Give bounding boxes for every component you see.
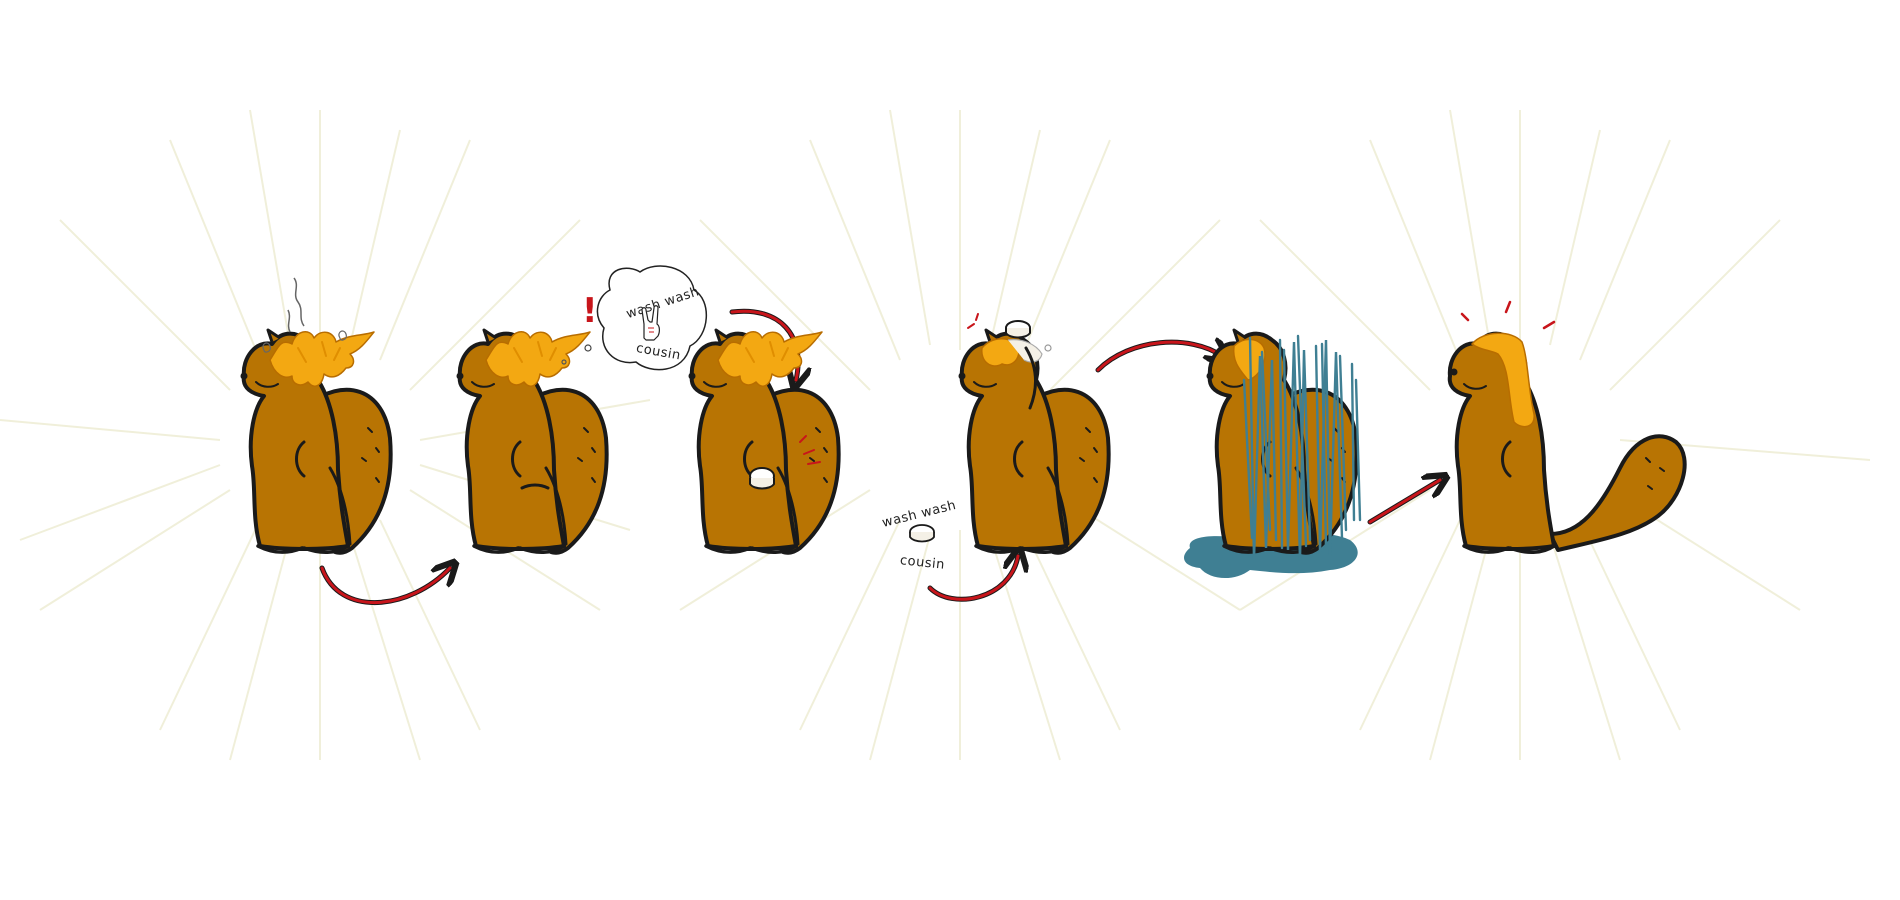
squirrel-soaping xyxy=(956,313,1111,555)
floating-text-line2: cousin xyxy=(899,553,945,573)
squirrel-clean xyxy=(1447,300,1687,554)
rock-hand-icon xyxy=(641,305,660,341)
thought-bubble: wash wash cousin xyxy=(596,265,708,371)
sunburst-left xyxy=(0,109,651,761)
sleek-hair xyxy=(1470,332,1535,428)
shower-water xyxy=(1242,334,1362,561)
sunburst-right xyxy=(1239,109,1871,761)
thought-dot xyxy=(584,344,592,352)
soap-on-head-icon xyxy=(1005,320,1031,339)
exclamation-mark: ! xyxy=(582,291,598,331)
fly-icon xyxy=(262,342,271,353)
sparkle-icon xyxy=(1460,300,1556,330)
fly-icon xyxy=(338,330,347,341)
squirrel-thinking xyxy=(454,328,609,555)
squirrel-idea xyxy=(686,328,841,555)
squirrel-shower xyxy=(1184,328,1362,579)
squirrel-messy-hair xyxy=(238,277,393,555)
sunburst-middle xyxy=(679,109,1241,761)
floating-soap-icon xyxy=(909,524,935,543)
stink-line-icon xyxy=(293,277,305,327)
soap-icon xyxy=(749,467,775,490)
